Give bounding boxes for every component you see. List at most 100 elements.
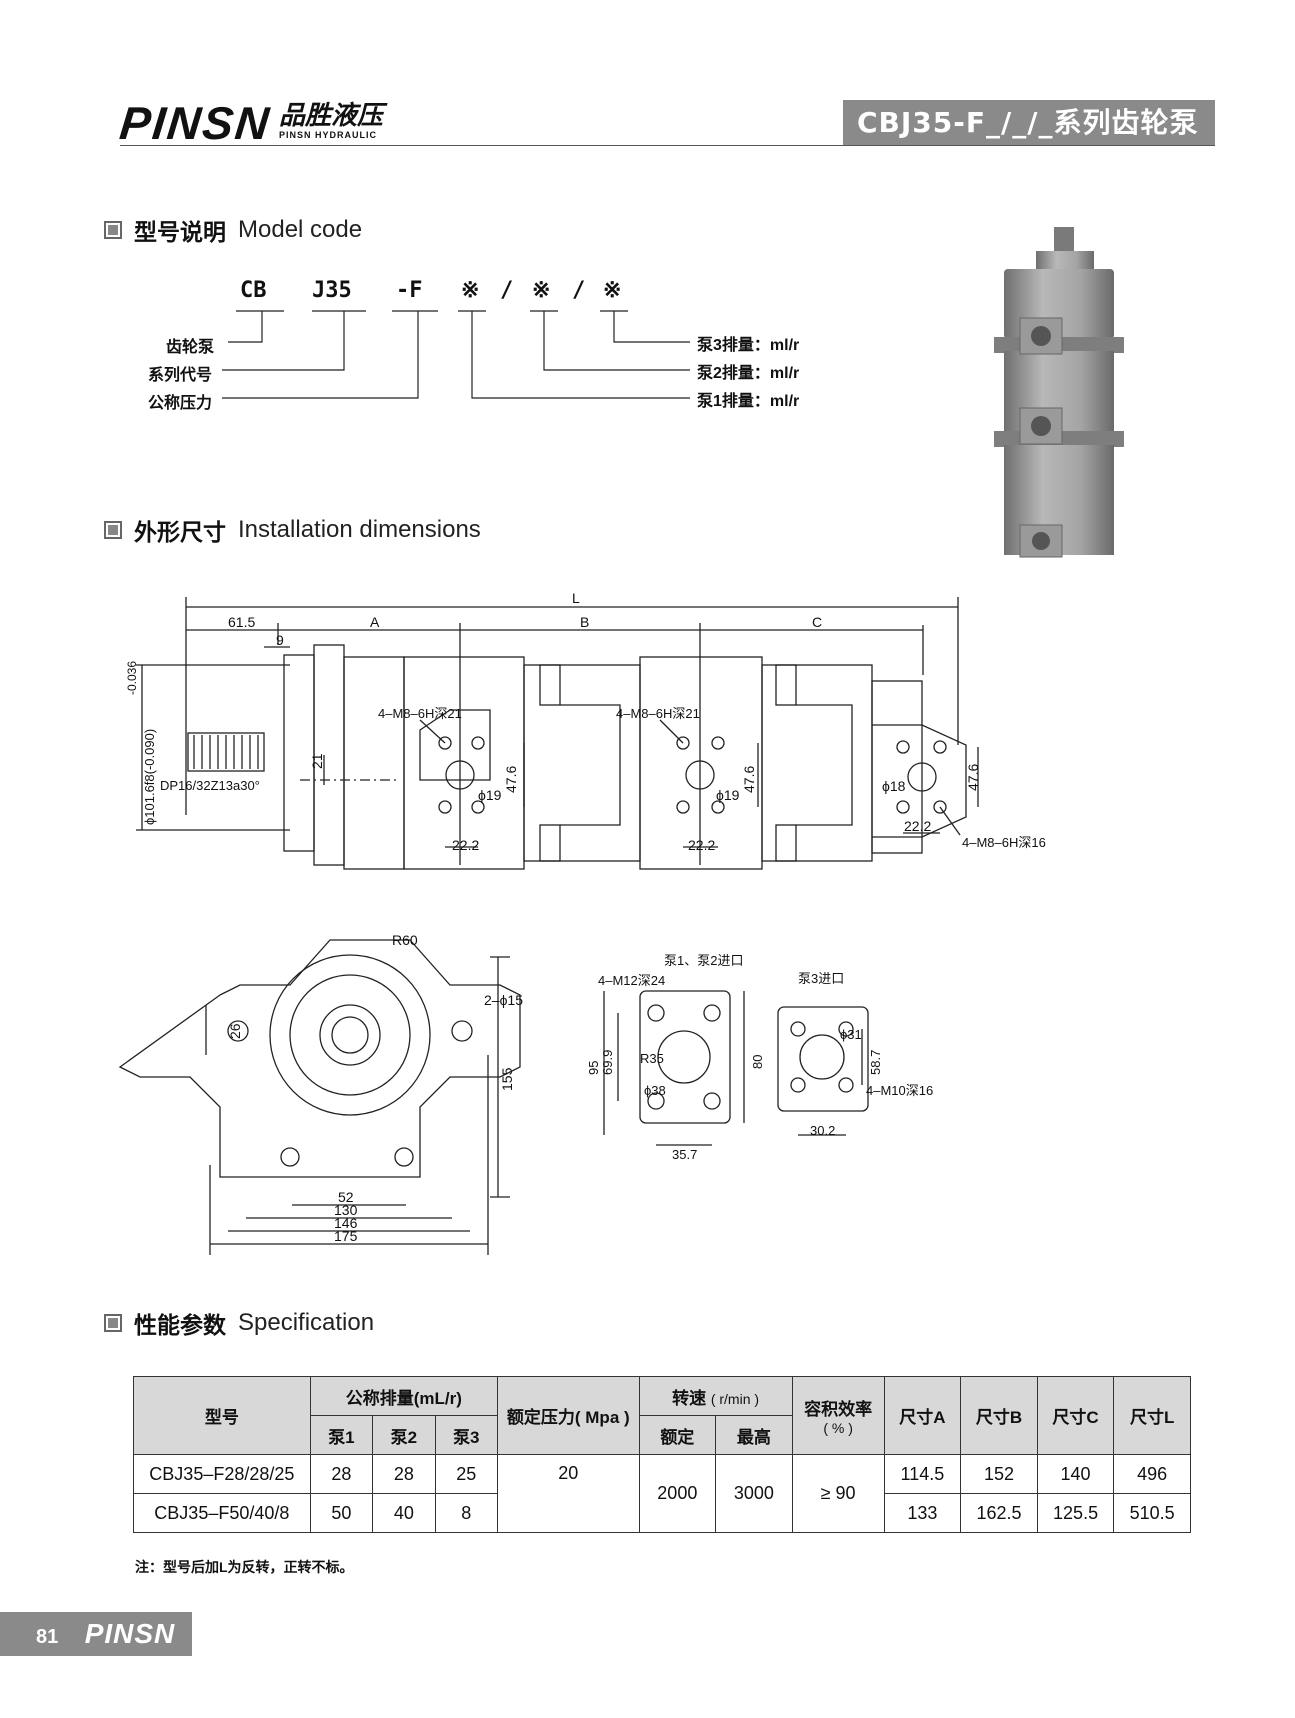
cell-l: 510.5 xyxy=(1113,1493,1191,1533)
dim-21: 21 xyxy=(309,753,325,769)
cell-a: 133 xyxy=(883,1493,962,1533)
th-speed: 转速 ( r/min ) xyxy=(638,1376,793,1416)
cell-model: CBJ35–F28/28/25 xyxy=(133,1454,311,1494)
section-square-icon xyxy=(104,521,122,539)
port3-dia: ϕ31 xyxy=(840,1027,862,1042)
side-view-drawing: L 61.5 A B C 9 4–M8–6H深21 4–M8–6H深21 4–M… xyxy=(125,590,1046,870)
front-view-drawing: R60 26 2–ϕ15 155 52 130 146 175 xyxy=(118,935,523,1255)
logo-subtitle: PINSN HYDRAULIC xyxy=(279,130,378,140)
th-pump2: 泵2 xyxy=(372,1415,436,1455)
label-nominal-pressure: 公称压力 xyxy=(148,395,213,412)
th-dim-l: 尺寸L xyxy=(1113,1376,1191,1455)
table-note: 注：型号后加L为反转，正转不标。 xyxy=(135,1559,354,1575)
cell-p2: 28 xyxy=(372,1454,436,1494)
th-pump1: 泵1 xyxy=(309,1415,374,1455)
th-eff-label: 容积效率 xyxy=(804,1400,873,1419)
shaft-diameter: ϕ101.6f8(-0.090) xyxy=(142,729,157,825)
cell-pressure: 20 xyxy=(497,1454,640,1533)
cell-c: 140 xyxy=(1036,1454,1115,1494)
port12-95: 95 xyxy=(586,1061,601,1075)
label-series-code: 系列代号 xyxy=(148,367,213,384)
th-efficiency: 容积效率( % ) xyxy=(791,1376,885,1455)
dim-47-6-b: 47.6 xyxy=(741,766,757,793)
dim-22-2-c: 22.2 xyxy=(904,818,931,834)
code-part-x2: ※ xyxy=(532,278,551,303)
code-part-slash2: / xyxy=(572,278,586,303)
section-title-en: Installation dimensions xyxy=(238,516,481,543)
dim-61-5: 61.5 xyxy=(228,614,255,630)
code-part-slash1: / xyxy=(500,278,514,303)
cell-b: 152 xyxy=(960,1454,1038,1494)
dim-22-2-a: 22.2 xyxy=(452,837,479,853)
port3-30-2: 30.2 xyxy=(810,1123,835,1138)
dim-9: 9 xyxy=(276,632,284,648)
cell-a: 114.5 xyxy=(883,1454,962,1494)
code-part-f: -F xyxy=(396,278,423,303)
section-square-icon xyxy=(104,1314,122,1332)
series-title-bar: CBJ35-F_/_/_系列齿轮泵 xyxy=(843,100,1215,146)
label-pump2-disp: 泵2排量：ml/r xyxy=(697,365,800,382)
port12-35-7: 35.7 xyxy=(672,1147,697,1162)
footer-brand: PINSN xyxy=(84,1618,176,1649)
code-part-x3: ※ xyxy=(603,278,622,303)
cell-model: CBJ35–F50/40/8 xyxy=(133,1493,311,1533)
dim-130: 130 xyxy=(334,1202,358,1218)
dim-L: L xyxy=(572,590,580,606)
th-displacement: 公称排量(mL/r) xyxy=(309,1376,499,1416)
th-dim-a: 尺寸A xyxy=(883,1376,962,1455)
label-pump1-disp: 泵1排量：ml/r xyxy=(697,393,800,410)
dim-26: 26 xyxy=(227,1023,243,1039)
page-number: 81 xyxy=(36,1626,59,1648)
section-title-cn: 型号说明 xyxy=(134,219,226,245)
section-title-cn: 性能参数 xyxy=(134,1312,226,1338)
code-part-x1: ※ xyxy=(461,278,480,303)
section-title-cn: 外形尺寸 xyxy=(134,519,226,545)
thread-label-2: 4–M8–6H深21 xyxy=(616,706,700,721)
brand-logo: PINSN 品胜液压 PINSN HYDRAULIC xyxy=(117,97,384,149)
th-pressure: 额定压力( Mpa ) xyxy=(497,1376,640,1455)
section-square-icon xyxy=(104,221,122,239)
dim-B: B xyxy=(580,614,589,630)
port12-r35: R35 xyxy=(640,1051,664,1066)
dim-52: 52 xyxy=(338,1189,354,1205)
cell-p2: 40 xyxy=(372,1493,436,1533)
th-pump3: 泵3 xyxy=(434,1415,499,1455)
dim-2-holes: 2–ϕ15 xyxy=(484,992,523,1008)
th-max: 最高 xyxy=(715,1415,793,1455)
section-title-en: Specification xyxy=(238,1309,375,1336)
dia-19-a: ϕ19 xyxy=(478,787,502,803)
dim-175: 175 xyxy=(334,1228,358,1244)
spline-label: DP16/32Z13a30° xyxy=(160,778,260,793)
spec-table: 型号 公称排量(mL/r) 额定压力( Mpa ) 转速 ( r/min ) 容… xyxy=(133,1376,1191,1533)
thread-label-3: 4–M8–6H深16 xyxy=(962,835,1046,850)
port12-title: 泵1、泵2进口 xyxy=(664,953,743,968)
th-speed-label: 转速 xyxy=(672,1388,707,1408)
section-model-code: 型号说明 Model code xyxy=(104,215,362,245)
page-footer: 81 PINSN xyxy=(0,1612,192,1656)
port12-69-9: 69.9 xyxy=(600,1050,615,1075)
dia-18: ϕ18 xyxy=(882,778,906,794)
cell-p1: 50 xyxy=(309,1493,374,1533)
table-row: CBJ35–F28/28/25 28 28 25 20 2000 3000 ≥ … xyxy=(133,1454,1191,1533)
dim-C: C xyxy=(812,614,822,630)
code-part-cb: CB xyxy=(240,278,267,303)
port3-58-7: 58.7 xyxy=(868,1050,883,1075)
table-row: CBJ35–F50/40/8 50 40 8 133 162.5 125.5 5… xyxy=(133,1493,1191,1533)
section-title-en: Model code xyxy=(238,216,363,243)
label-pump3-disp: 泵3排量：ml/r xyxy=(697,337,800,354)
series-title: CBJ35-F_/_/_系列齿轮泵 xyxy=(857,106,1199,139)
dim-r60: R60 xyxy=(392,935,418,948)
label-gear-pump: 齿轮泵 xyxy=(166,339,215,356)
shaft-tolerance: -0.036 xyxy=(125,661,139,695)
cell-b: 162.5 xyxy=(960,1493,1038,1533)
port-drawings: 泵1、泵2进口 4–M12深24 R35 ϕ38 95 69.9 80 35.7… xyxy=(586,953,933,1162)
cell-p1: 28 xyxy=(309,1454,374,1494)
th-speed-unit: ( r/min ) xyxy=(710,1390,760,1407)
port12-80: 80 xyxy=(750,1055,765,1069)
dim-47-6-c: 47.6 xyxy=(965,764,981,791)
logo-cn-name: 品胜液压 xyxy=(279,100,384,130)
cell-efficiency: ≥ 90 xyxy=(791,1454,885,1533)
cell-c: 125.5 xyxy=(1036,1493,1115,1533)
cell-l: 496 xyxy=(1113,1454,1191,1494)
section-installation: 外形尺寸 Installation dimensions xyxy=(104,515,481,545)
